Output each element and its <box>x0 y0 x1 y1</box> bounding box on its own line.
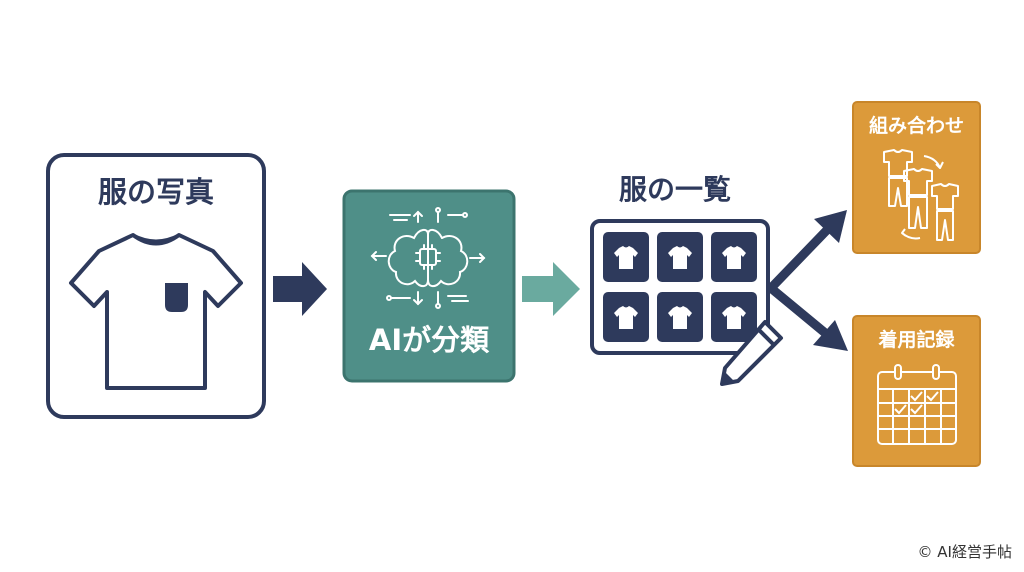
clothing-grid-icon <box>603 232 757 342</box>
combo-node <box>852 101 981 254</box>
ai-node-title: AIが分類 <box>368 323 490 357</box>
ai-brain-chip-icon <box>370 207 486 309</box>
photo-node <box>46 153 266 419</box>
photo-node-title: 服の写真 <box>97 175 214 209</box>
pencil-icon <box>720 320 783 386</box>
arrow-photo-to-ai <box>273 262 327 316</box>
tshirt-icon <box>69 233 243 390</box>
list-node <box>590 219 783 386</box>
arrow-ai-to-list <box>522 262 580 316</box>
record-node-title: 着用記録 <box>878 329 955 351</box>
copyright-text: © AI経営手帖 <box>917 543 1012 561</box>
record-node <box>852 315 981 467</box>
ai-node <box>342 189 516 383</box>
outfit-combination-icon <box>883 149 959 241</box>
list-node-title: 服の一覧 <box>618 173 731 206</box>
calendar-icon <box>877 364 957 445</box>
arrow-list-to-record <box>767 284 848 351</box>
arrow-list-to-combo <box>767 210 847 292</box>
combo-node-title: 組み合わせ <box>868 115 964 137</box>
